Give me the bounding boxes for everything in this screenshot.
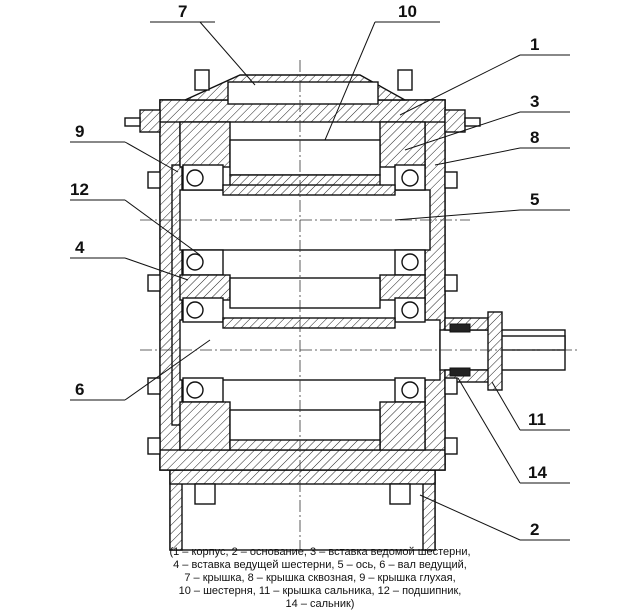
caption-line: 7 – крышка, 8 – крышка сквозная, 9 – кры… [184,572,456,584]
leader-lines [70,21,570,541]
caption-line: 4 – вставка ведущей шестерни, 5 – ось, 6… [173,559,467,571]
side-bolts [147,171,458,455]
callout-5: 5 [530,190,539,209]
callout-3: 3 [530,92,539,111]
top-cover [184,69,413,105]
callout-10: 10 [398,2,417,21]
lower-insert [179,401,426,451]
callout-9: 9 [75,122,84,141]
callout-6: 6 [75,380,84,399]
caption-line: 10 – шестерня, 11 – крышка сальника, 12 … [178,585,462,597]
callout-14: 14 [528,463,547,482]
gland-cover [444,311,503,391]
center-lines [140,60,580,550]
caption-line: (1 – корпус, 2 – основание, 3 – вставка … [169,546,471,558]
callout-12: 12 [70,180,89,199]
gear-pump-section-drawing: 7 10 1 3 8 9 12 5 4 6 11 14 2 [70,2,580,551]
caption-line: 14 – сальник) [285,598,355,610]
callout-11: 11 [528,410,546,429]
middle-insert [179,274,426,309]
callout-4: 4 [75,238,85,257]
callout-1: 1 [530,35,539,54]
base-part [169,469,436,551]
upper-insert [179,121,426,188]
callout-7: 7 [178,2,187,21]
callout-8: 8 [530,128,539,147]
parts-legend-caption: (1 – корпус, 2 – основание, 3 – вставка … [130,546,510,611]
callout-2: 2 [530,520,539,539]
